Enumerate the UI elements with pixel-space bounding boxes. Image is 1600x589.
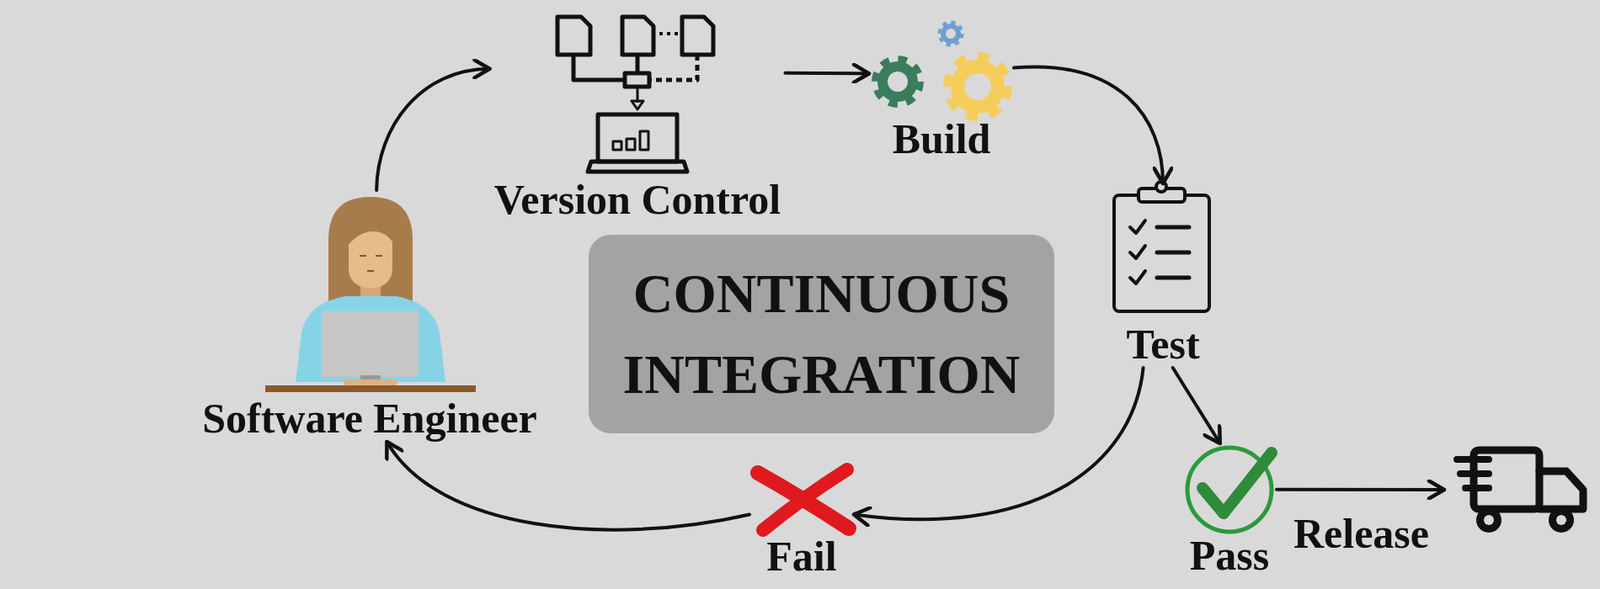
node-label: Release <box>1293 511 1430 558</box>
node-label: Fail <box>766 533 837 581</box>
engineer-node: Software Engineer <box>197 190 542 443</box>
flow-arrow <box>386 442 750 531</box>
engineer-figure <box>265 197 476 393</box>
node-label: Version Control <box>494 176 781 224</box>
node-label: Build <box>892 116 992 163</box>
version-control-icon <box>557 16 714 172</box>
flow-arrow <box>1276 488 1445 492</box>
flow-arrow <box>376 69 490 191</box>
node-label: Test <box>1125 321 1200 368</box>
version-control-node: Version Control <box>490 11 786 224</box>
release-node: Release <box>1444 443 1590 537</box>
node-label: Software Engineer <box>202 395 538 443</box>
fail-node: Fail <box>749 461 854 581</box>
pass-check <box>1187 448 1272 533</box>
build-node: Build <box>869 16 1014 163</box>
flow-arrow <box>1173 368 1221 444</box>
flow-arrow <box>1013 66 1163 184</box>
truck-icon <box>1456 450 1584 534</box>
diagram-title: CONTINUOUS INTEGRATION <box>605 253 1038 415</box>
pass-node: Pass <box>1182 443 1277 580</box>
clipboard-icon <box>1114 181 1210 312</box>
fail-cross <box>757 469 849 531</box>
gears-icon <box>874 22 1008 118</box>
title-box: CONTINUOUS INTEGRATION <box>588 234 1055 434</box>
node-label: Pass <box>1189 533 1270 580</box>
flow-arrow <box>785 71 870 76</box>
test-node: Test <box>1114 183 1213 368</box>
